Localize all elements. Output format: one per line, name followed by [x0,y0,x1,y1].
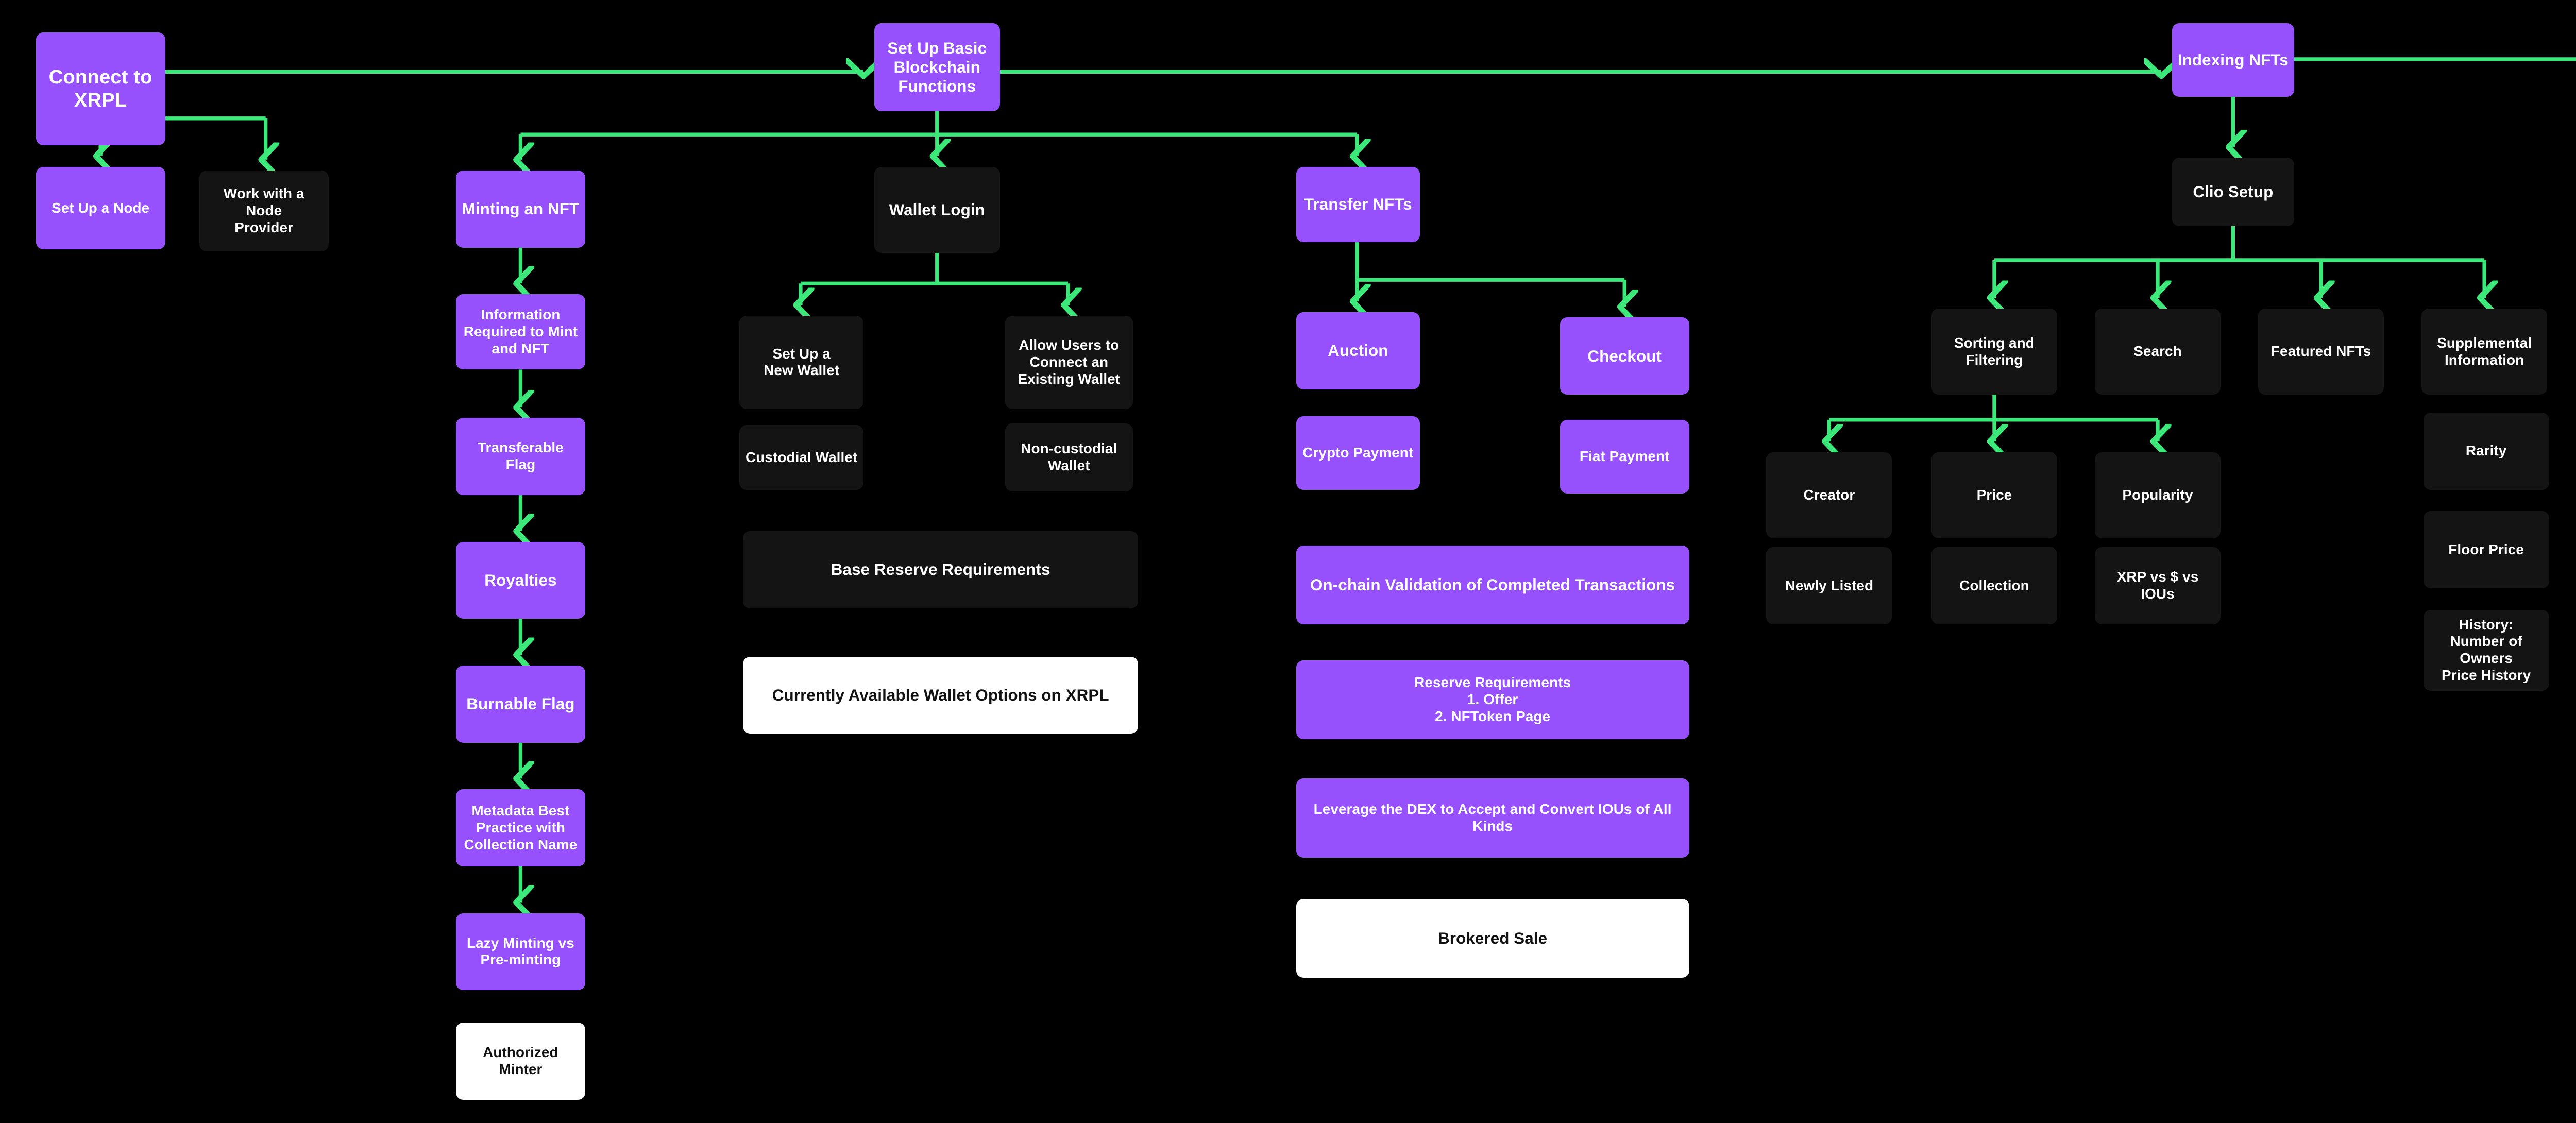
node-transfer-nfts[interactable]: Transfer NFTs [1296,166,1420,243]
node-label: Checkout [1587,347,1662,365]
node-label: Sorting and Filtering [1954,334,2035,368]
node-featured-nfts[interactable]: Featured NFTs [2258,308,2384,395]
node-label: Search [2133,343,2182,360]
node-label: Transferable Flag [477,439,564,473]
node-non-custodial-wallet[interactable]: Non-custodial Wallet [1005,423,1133,492]
node-search[interactable]: Search [2095,308,2221,395]
node-label: Clio Setup [2193,183,2274,201]
node-label: Custodial Wallet [745,449,858,465]
node-newly-listed[interactable]: Newly Listed [1766,547,1892,624]
node-label: Lazy Minting vs Pre-minting [466,934,574,968]
node-label: Set Up a Node [52,199,150,216]
node-set-up-basic-blockchain-functions[interactable]: Set Up Basic Blockchain Functions [874,23,1000,111]
node-checkout[interactable]: Checkout [1560,317,1689,395]
node-transferable-flag[interactable]: Transferable Flag [455,418,585,496]
node-label: Information Required to Mint and NFT [463,306,578,356]
node-rarity[interactable]: Rarity [2423,412,2549,490]
node-label: Indexing NFTs [2177,51,2289,70]
node-history-number-of-owners-price-history[interactable]: History: Number of Owners Price History [2423,610,2549,691]
node-currently-available-wallet-options-on-xrpl[interactable]: Currently Available Wallet Options on XR… [743,656,1138,734]
node-label: Minting an NFT [462,200,580,218]
node-set-up-a-new-wallet[interactable]: Set Up a New Wallet [739,315,863,409]
node-label: On-chain Validation of Completed Transac… [1310,575,1675,594]
node-set-up-a-node[interactable]: Set Up a Node [36,166,165,250]
node-label: Base Reserve Requirements [831,560,1050,579]
node-label: Royalties [484,571,557,590]
node-authorized-minter[interactable]: Authorized Minter [455,1022,585,1100]
node-creator[interactable]: Creator [1766,452,1892,538]
node-reserve-requirements[interactable]: Reserve Requirements 1. Offer 2. NFToken… [1296,660,1689,739]
node-crypto-payment[interactable]: Crypto Payment [1296,416,1420,490]
node-custodial-wallet[interactable]: Custodial Wallet [739,425,863,490]
node-label: XRP vs $ vs IOUs [2116,569,2199,602]
node-label: Metadata Best Practice with Collection N… [464,802,578,853]
node-clio-setup[interactable]: Clio Setup [2172,158,2294,226]
node-on-chain-validation-of-completed-transactions[interactable]: On-chain Validation of Completed Transac… [1296,545,1689,624]
node-label: Leverage the DEX to Accept and Convert I… [1313,801,1672,834]
node-label: Currently Available Wallet Options on XR… [772,686,1109,704]
node-label: Supplemental Information [2437,334,2532,368]
node-metadata-best-practice-with-collection-name[interactable]: Metadata Best Practice with Collection N… [455,789,585,866]
node-label: Creator [1803,486,1855,503]
node-label: Set Up a New Wallet [764,345,840,379]
node-label: Newly Listed [1785,577,1874,593]
node-information-required-to-mint-and-nft[interactable]: Information Required to Mint and NFT [455,294,585,370]
node-label: Crypto Payment [1302,444,1414,461]
node-floor-price[interactable]: Floor Price [2423,511,2549,589]
node-auction[interactable]: Auction [1296,312,1420,389]
node-label: Connect to XRPL [48,66,152,112]
node-label: Featured NFTs [2270,343,2371,360]
node-indexing-nfts[interactable]: Indexing NFTs [2172,23,2294,97]
node-label: Non-custodial Wallet [1021,440,1117,473]
node-label: Authorized Minter [483,1044,558,1077]
node-label: Popularity [2122,486,2193,503]
node-minting-an-nft[interactable]: Minting an NFT [455,170,585,248]
node-leverage-the-dex[interactable]: Leverage the DEX to Accept and Convert I… [1296,778,1689,858]
node-label: Allow Users to Connect an Existing Walle… [1018,337,1121,387]
node-label: Price [1976,486,2012,503]
node-work-with-a-node-provider[interactable]: Work with a Node Provider [199,170,329,251]
node-label: Burnable Flag [466,695,575,713]
node-popularity[interactable]: Popularity [2095,452,2221,538]
node-royalties[interactable]: Royalties [455,541,585,619]
node-burnable-flag[interactable]: Burnable Flag [455,665,585,743]
node-brokered-sale[interactable]: Brokered Sale [1296,898,1689,978]
node-label: Set Up Basic Blockchain Functions [887,39,987,96]
node-lazy-minting-vs-pre-minting[interactable]: Lazy Minting vs Pre-minting [455,913,585,991]
node-xrp-vs-dollar-vs-ious[interactable]: XRP vs $ vs IOUs [2095,547,2221,624]
node-collection[interactable]: Collection [1931,547,2057,624]
node-price[interactable]: Price [1931,452,2057,538]
node-label: Reserve Requirements 1. Offer 2. NFToken… [1414,674,1571,724]
node-label: Wallet Login [889,200,985,219]
node-base-reserve-requirements[interactable]: Base Reserve Requirements [743,531,1138,608]
node-label: History: Number of Owners Price History [2442,616,2531,684]
node-sorting-and-filtering[interactable]: Sorting and Filtering [1931,308,2057,395]
node-label: Collection [1959,577,2029,593]
node-label: Rarity [2465,443,2507,459]
node-label: Floor Price [2448,541,2524,557]
node-wallet-login[interactable]: Wallet Login [874,166,1000,253]
node-label: Fiat Payment [1579,448,1670,464]
node-label: Work with a Node Provider [223,185,304,235]
node-allow-users-to-connect-an-existing-wallet[interactable]: Allow Users to Connect an Existing Walle… [1005,315,1133,409]
node-fiat-payment[interactable]: Fiat Payment [1560,419,1689,494]
node-label: Auction [1328,342,1388,360]
node-connect-to-xrpl[interactable]: Connect to XRPL [36,32,165,146]
node-label: Transfer NFTs [1303,195,1412,214]
node-label: Brokered Sale [1438,929,1548,947]
node-supplemental-information[interactable]: Supplemental Information [2421,308,2548,395]
